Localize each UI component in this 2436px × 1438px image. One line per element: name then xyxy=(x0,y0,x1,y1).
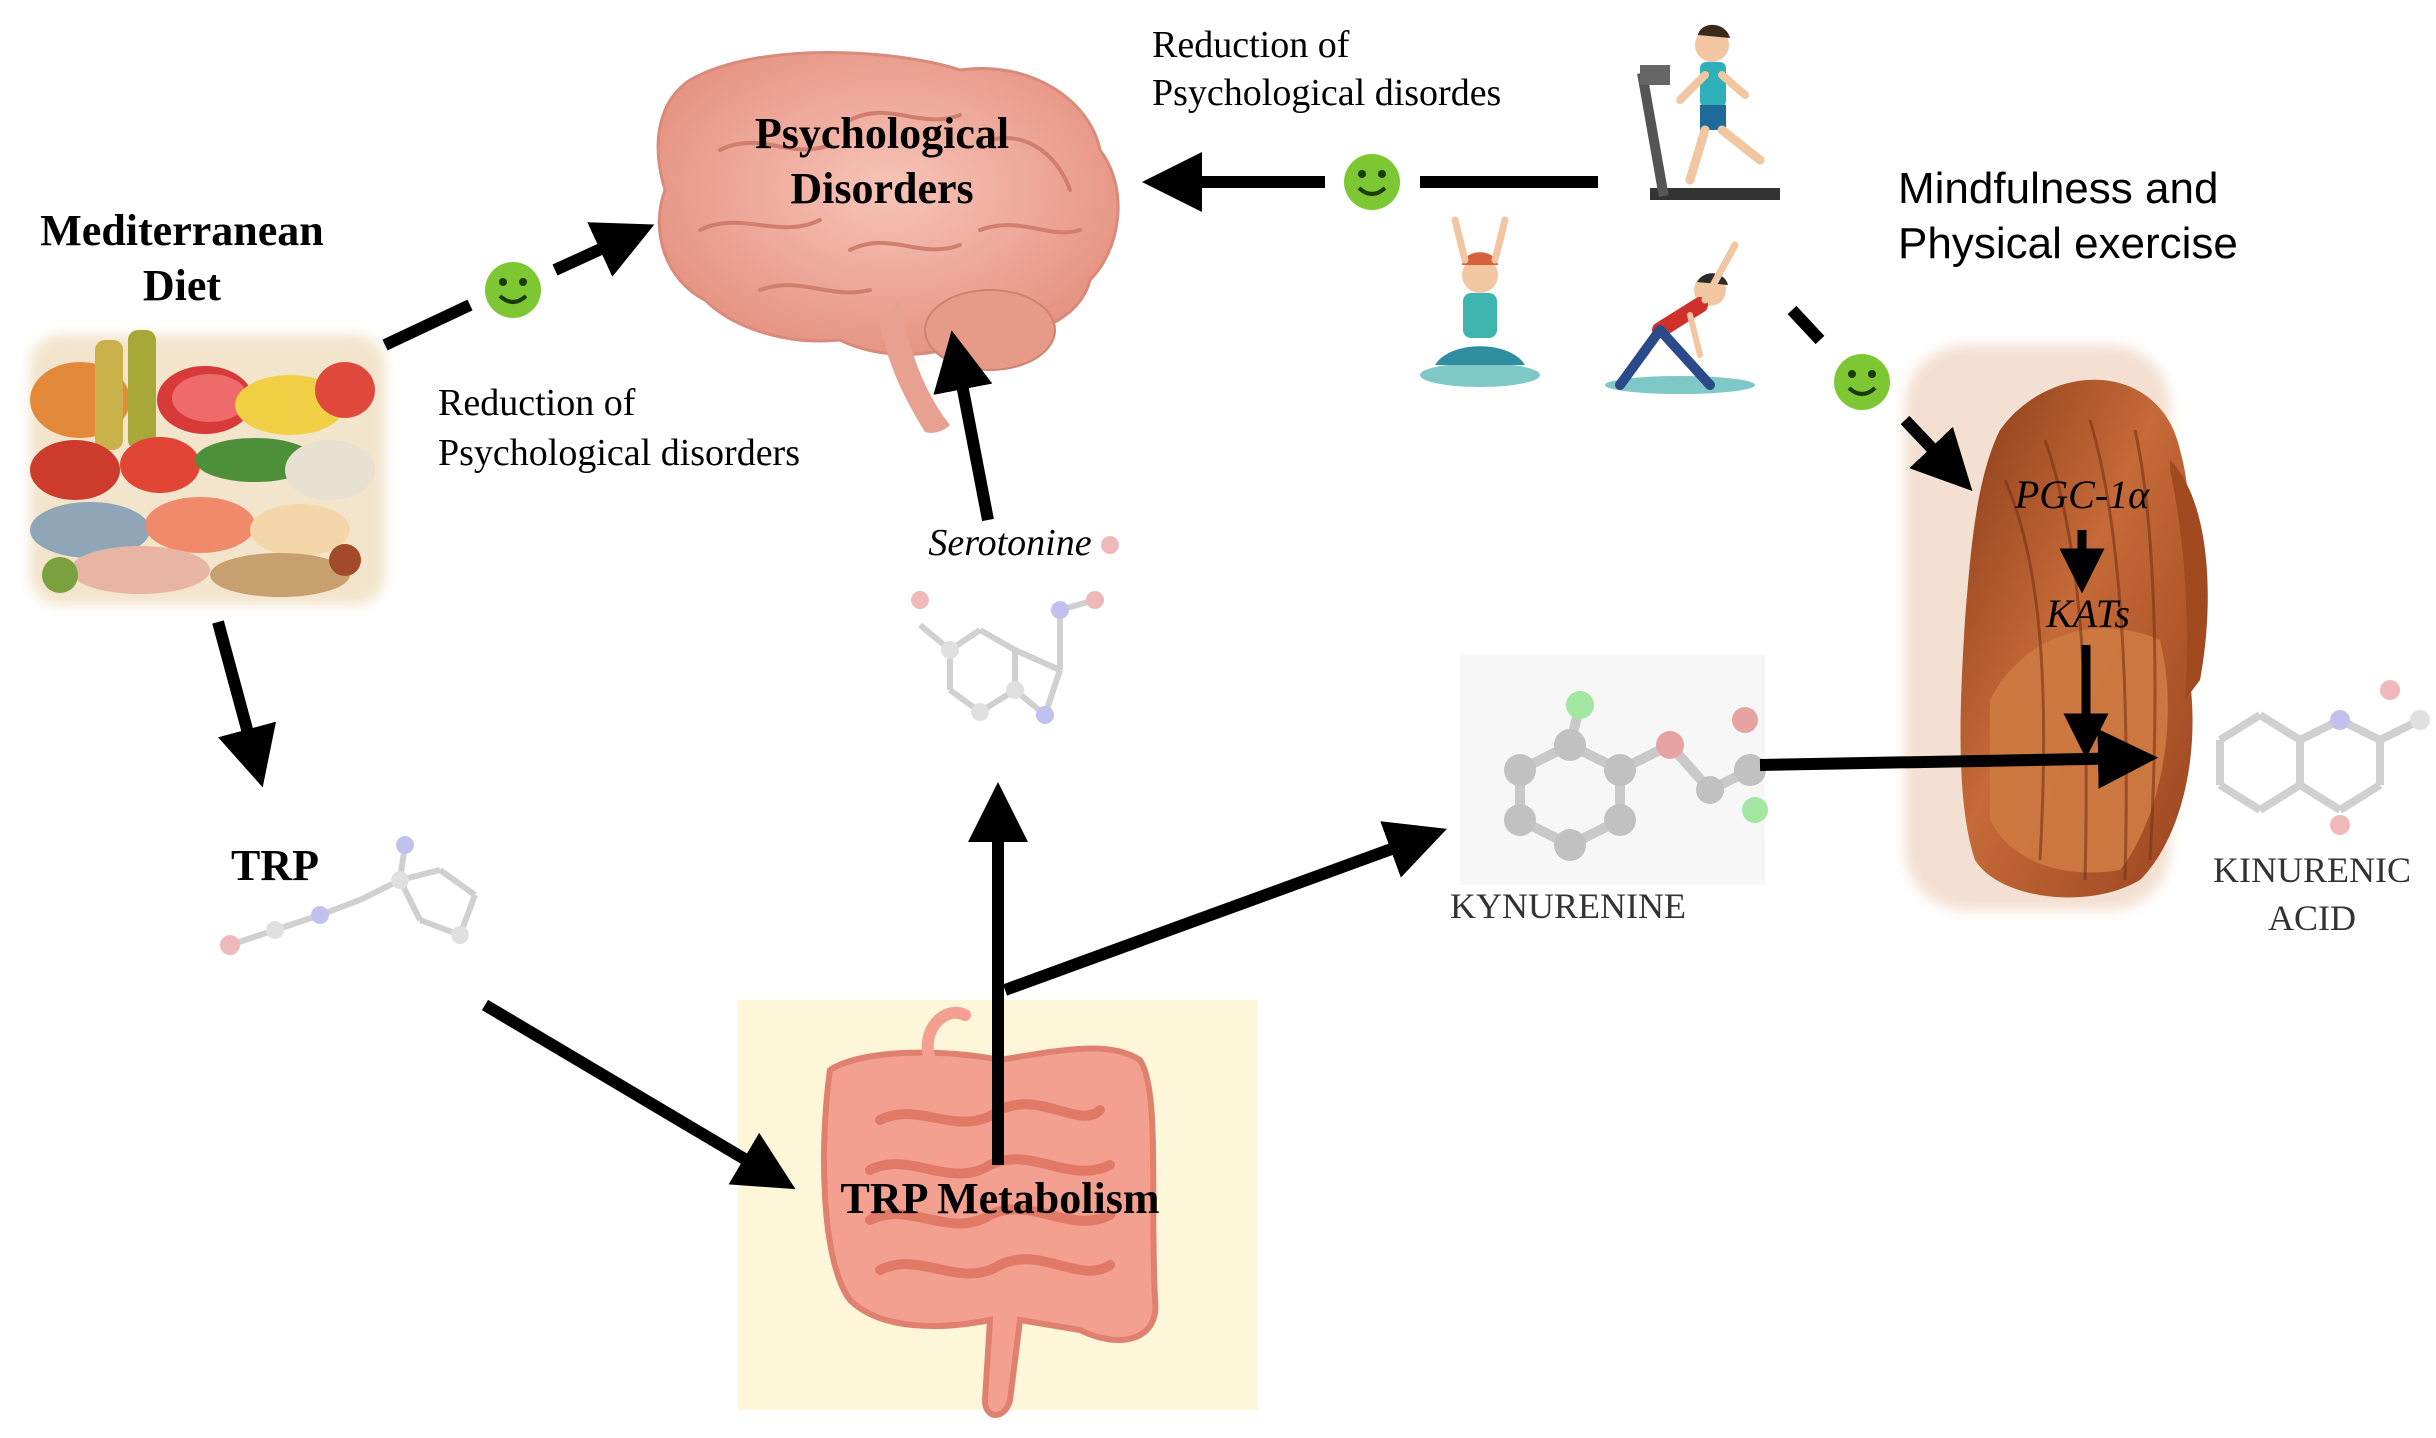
food-icon xyxy=(30,330,385,605)
reduction-top-line1: Reduction of xyxy=(1152,24,1350,66)
reduction-left-line2: Psychological disorders xyxy=(438,432,800,474)
trp-label: TRP xyxy=(231,841,319,890)
yoga-icon xyxy=(1420,216,1540,387)
kynurenine-label: KYNURENINE xyxy=(1450,886,1686,926)
arrow-metabolism-to-kynurenine xyxy=(1002,821,1447,996)
treadmill-icon xyxy=(1637,24,1780,200)
arrow-kynurenine-to-acid xyxy=(1759,728,2158,789)
kats-label: KATs xyxy=(2045,591,2130,636)
mindfulness-line2: Physical exercise xyxy=(1898,219,2238,268)
trp-metabolism-label: TRP Metabolism xyxy=(841,1174,1160,1223)
reduction-top-line2: Psychological disordes xyxy=(1152,72,1501,114)
kinurenic-line2: ACID xyxy=(2268,898,2356,938)
arrow-diet-to-brain-a xyxy=(382,299,473,351)
kinurenic-line1: KINURENIC xyxy=(2213,850,2411,890)
arrow-diet-to-trp xyxy=(212,620,277,788)
arrows xyxy=(212,152,2158,1190)
brain-title-line1: Psychological xyxy=(755,109,1009,158)
mindfulness-line1: Mindfulness and xyxy=(1898,164,2218,213)
pgc1a-label: PGC-1α xyxy=(2014,472,2150,517)
smiley-icon xyxy=(1834,354,1890,410)
brain-title-line2: Disorders xyxy=(790,164,973,213)
reduction-left-line1: Reduction of xyxy=(438,382,636,424)
smiley-icon xyxy=(1344,154,1400,210)
smiley-icon xyxy=(485,262,541,318)
diet-title-line1: Mediterranean xyxy=(40,206,323,255)
serotonine-label: Serotonine xyxy=(928,522,1091,564)
arrow-exercise-to-muscle-b xyxy=(1900,415,1973,492)
stretching-icon xyxy=(1605,241,1755,394)
arrow-trp-to-metabolism xyxy=(481,999,796,1190)
diet-title-line2: Diet xyxy=(143,261,222,310)
arrow-diet-to-brain-b xyxy=(552,222,655,277)
molecule-icon xyxy=(220,536,2430,955)
arrow-exercise-to-muscle-a xyxy=(1787,305,1825,345)
arrow-serotonine-to-brain xyxy=(933,330,994,522)
